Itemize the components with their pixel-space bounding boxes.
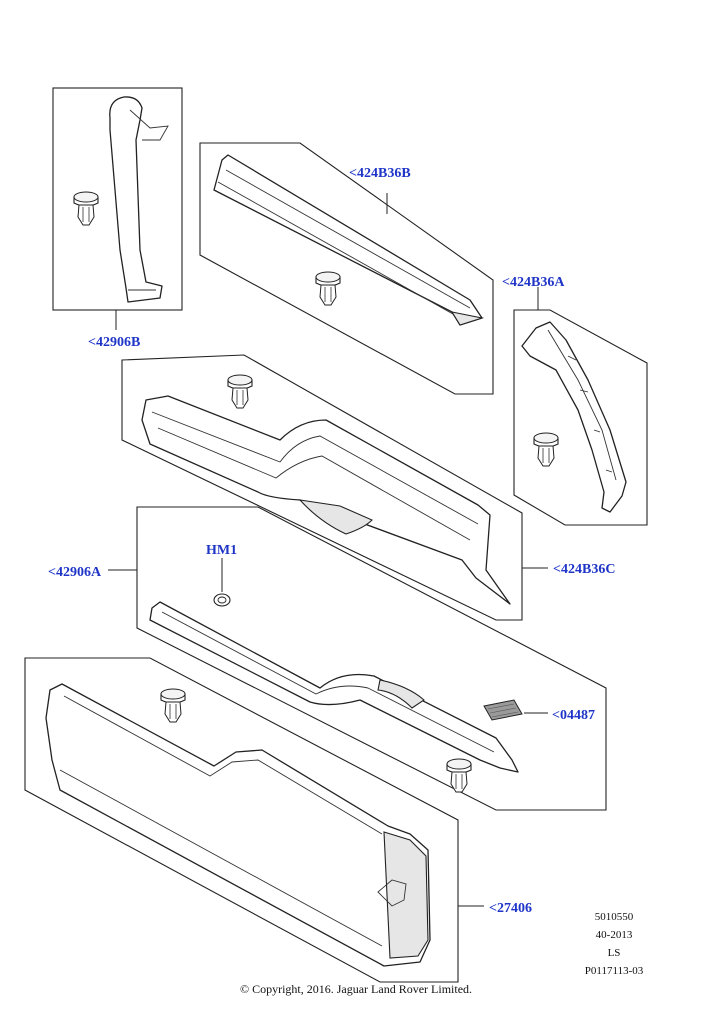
clip-fastener[interactable] xyxy=(315,271,341,306)
frame-42906b xyxy=(52,87,183,311)
group-424b36a: <424B36A xyxy=(502,275,648,526)
drawing-info-block: 5010550 40-2013 LS P0117113-03 xyxy=(585,911,644,977)
clip-fastener[interactable] xyxy=(227,374,253,409)
group-27406: <27406 xyxy=(24,657,532,983)
callout-42906b[interactable]: <42906B xyxy=(88,335,140,350)
frame-27406 xyxy=(24,657,459,983)
step-trim-424b36c[interactable] xyxy=(141,395,511,605)
frame-42906a xyxy=(136,506,607,811)
info-line-4: P0117113-03 xyxy=(585,965,644,977)
clip-fastener[interactable] xyxy=(533,432,559,467)
group-42906a: HM1 <04487 <42906A xyxy=(48,506,607,811)
callout-424b36a[interactable]: <424B36A xyxy=(502,275,565,290)
pad-04487[interactable] xyxy=(483,699,523,721)
group-424b36b: <424B36B xyxy=(199,142,494,395)
callout-hm1[interactable]: HM1 xyxy=(206,543,237,558)
info-line-2: 40-2013 xyxy=(596,929,633,941)
copyright-notice: © Copyright, 2016. Jaguar Land Rover Lim… xyxy=(240,982,472,996)
pillar-trim-42906b[interactable] xyxy=(109,96,163,303)
group-42906b: <42906B xyxy=(52,87,183,350)
callout-04487[interactable]: <04487 xyxy=(552,708,595,723)
callout-27406[interactable]: <27406 xyxy=(489,901,532,916)
frame-424b36a xyxy=(513,309,648,526)
clip-fastener[interactable] xyxy=(160,688,186,723)
callout-42906a[interactable]: <42906A xyxy=(48,565,102,580)
group-424b36c: <424B36C xyxy=(121,354,615,621)
frame-424b36c xyxy=(121,354,523,621)
hm1-clip[interactable] xyxy=(213,593,231,607)
sill-trim-42906a[interactable] xyxy=(149,601,519,773)
lower-panel-27406[interactable] xyxy=(45,683,431,967)
frame-424b36b xyxy=(199,142,494,395)
info-line-1: 5010550 xyxy=(595,911,634,923)
sill-trim-424b36b[interactable] xyxy=(213,154,483,326)
clip-fastener[interactable] xyxy=(73,191,99,226)
pillar-trim-424b36a[interactable] xyxy=(521,321,627,513)
callout-424b36c[interactable]: <424B36C xyxy=(553,562,615,577)
callout-424b36b[interactable]: <424B36B xyxy=(349,166,411,181)
info-line-3: LS xyxy=(608,947,621,959)
